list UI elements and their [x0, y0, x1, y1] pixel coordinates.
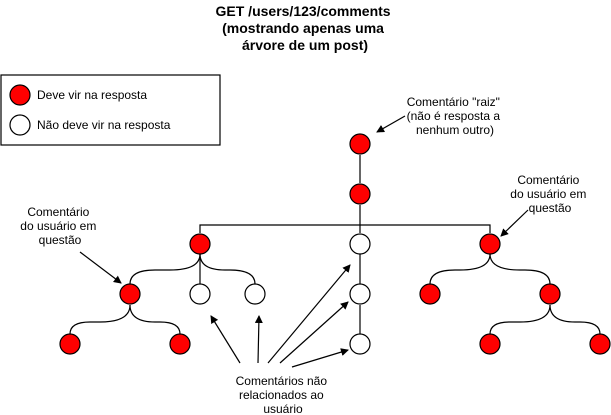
edge	[489, 253, 551, 285]
comment-node-excluded	[349, 283, 371, 305]
unrelated-arrow	[279, 301, 349, 364]
title-line-1: GET /users/123/comments	[216, 3, 391, 19]
comment-node-excluded	[244, 283, 266, 305]
edge	[199, 205, 361, 233]
root-annotation-arrow	[376, 115, 406, 133]
title-line-3: árvore de um post)	[242, 37, 368, 53]
user-comment-node-left	[119, 283, 141, 305]
edge	[489, 304, 551, 335]
edge	[199, 253, 256, 285]
user-comment-annotation-left: Comentário do usuário em questão	[20, 205, 99, 247]
user-comment-node-right	[479, 233, 501, 255]
unrelated-arrow	[254, 315, 263, 364]
unrelated-arrows	[210, 264, 351, 368]
edge	[429, 253, 491, 285]
edge	[129, 304, 181, 335]
title-line-2: (mostrando apenas uma	[222, 20, 384, 36]
comment-node-included	[479, 333, 501, 355]
unrelated-arrow	[291, 348, 349, 368]
user-comment-annotation-right: Comentário do usuário em questão	[510, 173, 589, 215]
comment-node-excluded	[349, 333, 371, 355]
unrelated-arrow	[267, 264, 351, 364]
legend-red-node	[9, 84, 31, 106]
diagram-title: GET /users/123/comments (mostrando apena…	[216, 3, 395, 53]
tree-nodes	[59, 133, 611, 355]
legend-red-label: Deve vir na resposta	[37, 88, 147, 102]
comment-node-excluded	[189, 283, 211, 305]
edge	[69, 304, 131, 335]
tree-edges	[69, 155, 601, 335]
legend-white-node	[9, 114, 31, 136]
edge	[549, 304, 601, 335]
comment-node-excluded	[349, 233, 371, 255]
unrelated-annotation: Comentários não relacionados ao usuário	[236, 374, 331, 415]
comment-node-included	[189, 233, 211, 255]
comment-node-included	[169, 333, 191, 355]
comment-node-included	[539, 283, 561, 305]
legend-box	[0, 74, 221, 146]
legend-white-label: Não deve vir na resposta	[37, 118, 171, 132]
root-comment-node	[349, 133, 371, 155]
root-annotation: Comentário "raiz" (não é resposta a nenh…	[407, 95, 504, 137]
user-comment-arrow-right	[500, 209, 529, 237]
comment-node-included	[349, 183, 371, 205]
comment-node-included	[589, 333, 611, 355]
comment-node-included	[419, 283, 441, 305]
user-comment-arrow-left	[79, 251, 122, 284]
legend: Deve vir na resposta Não deve vir na res…	[0, 74, 221, 146]
unrelated-arrow	[210, 315, 241, 364]
comment-node-included	[59, 333, 81, 355]
edge	[129, 253, 201, 285]
edge	[360, 224, 491, 233]
